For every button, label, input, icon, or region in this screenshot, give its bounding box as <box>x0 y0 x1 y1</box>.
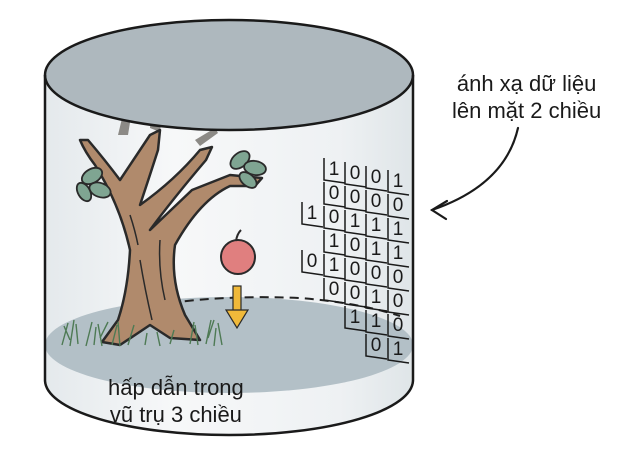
binary-cell-border <box>387 194 410 220</box>
binary-digit: 0 <box>329 207 340 228</box>
apple <box>220 229 256 275</box>
binary-cell-border <box>344 258 367 284</box>
binary-digit: 1 <box>307 203 318 224</box>
binary-cell-border <box>387 314 410 340</box>
leaf <box>238 171 258 189</box>
binary-digit: 0 <box>393 267 404 288</box>
cylinder-outline <box>43 75 415 437</box>
binary-cell-border <box>323 158 346 184</box>
mapping-caption: ánh xạ dữ liệu lên mặt 2 chiều <box>452 70 601 124</box>
binary-cell-border <box>387 242 410 268</box>
binary-cell-border <box>387 266 410 292</box>
leaf <box>75 181 93 203</box>
binary-digit: 1 <box>329 159 340 180</box>
binary-cell-border <box>387 170 410 196</box>
leaf <box>243 159 267 177</box>
binary-digit: 0 <box>371 335 382 356</box>
binary-digit: 0 <box>371 191 382 212</box>
binary-digit: 1 <box>371 215 382 236</box>
pointer-arrow <box>429 126 520 221</box>
binary-digit: 1 <box>371 311 382 332</box>
leaf <box>88 181 112 199</box>
binary-digit: 1 <box>371 239 382 260</box>
binary-cell-border <box>387 290 410 316</box>
tree <box>61 96 267 347</box>
tree-trunk <box>78 128 264 347</box>
binary-cell-border <box>301 202 324 228</box>
binary-digit: 0 <box>329 279 340 300</box>
binary-cell-border <box>344 234 367 260</box>
binary-cell-border <box>301 250 324 276</box>
binary-cell-border <box>365 166 388 192</box>
binary-cell-border <box>344 162 367 188</box>
binary-cell-border <box>344 306 367 332</box>
binary-cell-border <box>365 190 388 216</box>
binary-digit: 0 <box>329 183 340 204</box>
binary-cell-border <box>387 218 410 244</box>
binary-digit: 0 <box>393 195 404 216</box>
binary-cell-border <box>365 310 388 336</box>
binary-digit: 1 <box>329 255 340 276</box>
binary-cell-border <box>365 334 388 360</box>
binary-digit: 1 <box>329 231 340 252</box>
binary-cell-border <box>323 254 346 280</box>
binary-cell-border <box>365 286 388 312</box>
mapping-caption-line-2: lên mặt 2 chiều <box>452 98 602 123</box>
gravity-caption-line-1: hấp dẫn trong <box>108 375 244 400</box>
binary-cell-border <box>344 282 367 308</box>
binary-digit: 1 <box>350 211 361 232</box>
binary-cell-border <box>365 238 388 264</box>
binary-cell-border <box>323 278 346 304</box>
binary-digit: 0 <box>371 263 382 284</box>
binary-cell-border <box>387 338 410 364</box>
binary-digit: 0 <box>307 251 318 272</box>
binary-digit: 0 <box>350 283 361 304</box>
gravity-caption-line-2: vũ trụ 3 chiều <box>109 402 242 427</box>
binary-cell-border <box>344 186 367 212</box>
gravity-caption: hấp dẫn trong vũ trụ 3 chiều <box>108 374 244 428</box>
binary-digit: 1 <box>350 307 361 328</box>
binary-digit: 0 <box>350 235 361 256</box>
binary-cell-border <box>323 230 346 256</box>
binary-digit: 0 <box>350 163 361 184</box>
cylinder-top <box>43 18 415 132</box>
binary-digit: 1 <box>393 171 404 192</box>
binary-digit: 0 <box>393 315 404 336</box>
binary-digit: 1 <box>393 219 404 240</box>
binary-digit: 0 <box>371 167 382 188</box>
binary-cell-border <box>365 214 388 240</box>
binary-cell-border <box>365 262 388 288</box>
binary-digit: 0 <box>350 259 361 280</box>
binary-cell-border <box>344 210 367 236</box>
gravity-arrow <box>224 285 250 330</box>
grass <box>61 319 223 347</box>
binary-digit: 0 <box>350 187 361 208</box>
binary-cell-border <box>323 182 346 208</box>
binary-cell-border <box>323 206 346 232</box>
binary-digit: 1 <box>393 243 404 264</box>
binary-digit: 0 <box>393 291 404 312</box>
mapping-caption-line-1: ánh xạ dữ liệu <box>456 71 597 96</box>
binary-digit: 1 <box>371 287 382 308</box>
binary-digit: 1 <box>393 339 404 360</box>
